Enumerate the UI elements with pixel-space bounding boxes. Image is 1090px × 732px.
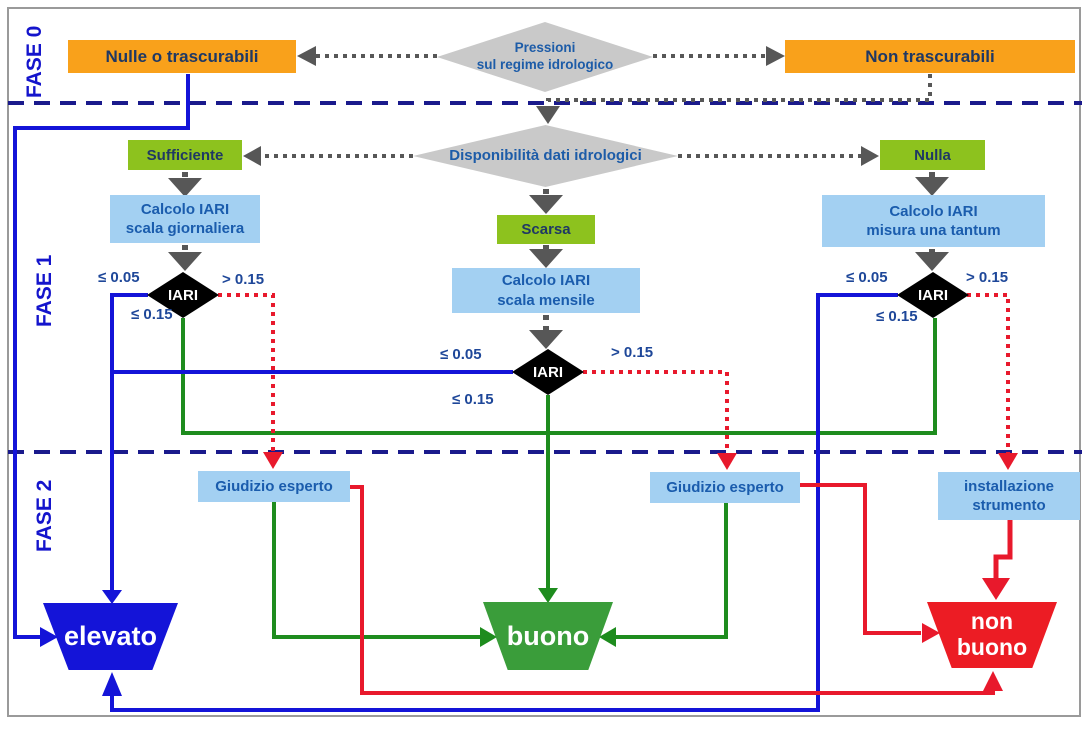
label-iari-sx-gt015: > 0.15	[222, 271, 265, 288]
label-iari-dx-le005: ≤ 0.05	[846, 269, 888, 286]
installazione-line1: installazione	[963, 477, 1055, 495]
arrowhead-into-non-trascurabili	[766, 46, 785, 66]
arrowhead-into-iari-c	[529, 330, 563, 349]
arrowhead-non-buono-bottom	[983, 671, 1003, 691]
calcolo-mensile-line1: Calcolo IARI	[501, 272, 591, 289]
arrowhead-giudizio-sx-top	[263, 452, 283, 469]
node-installazione-strumento: installazione strumento	[938, 472, 1080, 520]
calcolo-tantum-line2: misura una tantum	[866, 222, 1001, 239]
arrowhead-elevato-left	[40, 627, 58, 647]
arrowhead-into-giornaliera	[168, 178, 202, 197]
node-sufficiente: Sufficiente	[128, 140, 242, 170]
arrowhead-non-buono-left	[922, 623, 940, 643]
label-iari-dx-gt015: > 0.15	[966, 269, 1009, 286]
arrowhead-into-tantum	[915, 177, 949, 196]
arrowhead-buono-left	[480, 627, 497, 647]
edge-giudizio-dx-to-buono	[615, 502, 728, 639]
gray-arrowheads	[243, 46, 879, 166]
arrowhead-into-mensile	[529, 249, 563, 268]
edge-iari-dx-to-elevato	[110, 293, 898, 712]
arrowhead-into-nulla	[861, 146, 879, 166]
fase0-label: FASE 0	[23, 25, 46, 99]
node-elevato: elevato	[43, 603, 178, 670]
arrowhead-into-iari-dx	[915, 252, 949, 271]
node-non-trascurabili: Non trascurabili	[785, 40, 1075, 73]
arrowhead-into-scarsa	[529, 195, 563, 214]
edge-installazione-to-non-buono	[993, 520, 1013, 579]
red-solid-paths	[350, 483, 1013, 695]
node-calcolo-iari-tantum: Calcolo IARI misura una tantum	[822, 195, 1045, 247]
node-scarsa: Scarsa	[497, 215, 595, 244]
arrowhead-buono-right	[599, 627, 616, 647]
edge-iari-sx-to-giudizio-sx	[218, 293, 275, 452]
node-buono: buono	[483, 602, 613, 670]
node-giudizio-esperto-right: Giudizio esperto	[650, 472, 800, 503]
gray-dotted-links	[261, 54, 932, 158]
red-dotted-paths	[218, 293, 1010, 453]
green-arrowheads	[480, 588, 616, 647]
arrowhead-elevato-top	[102, 590, 122, 604]
blue-paths	[13, 74, 898, 712]
non-buono-line2: buono	[956, 634, 1028, 660]
edge-iari-dx-to-installazione	[967, 293, 1010, 453]
edge-iari-c-to-giudizio-dx	[583, 370, 729, 453]
edge-giudizio-dx-to-non-buono	[800, 483, 921, 635]
red-dotted-arrowheads	[263, 452, 1018, 470]
edge-giudizio-sx-to-non-buono	[350, 485, 995, 695]
arrowhead-non-buono-top	[982, 578, 1010, 600]
node-nulla: Nulla	[880, 140, 985, 170]
installazione-line2: strumento	[972, 497, 1046, 514]
edge-giudizio-sx-to-buono	[272, 502, 481, 639]
arrowhead-into-disponibilita	[536, 106, 560, 124]
arrowhead-into-sufficiente	[243, 146, 261, 166]
green-paths	[181, 318, 937, 639]
arrowhead-installazione-top	[998, 453, 1018, 470]
edge-iari-sx-to-elevato	[110, 293, 148, 591]
diagram-border	[7, 7, 1081, 717]
arrowhead-into-iari-sx	[168, 252, 202, 271]
pressioni-line2: sul regime idrologico	[476, 57, 614, 72]
node-calcolo-iari-mensile: Calcolo IARI scala mensile	[452, 268, 640, 313]
label-iari-dx-le015: ≤ 0.15	[876, 308, 918, 325]
blue-arrowheads	[40, 590, 122, 696]
node-calcolo-iari-giornaliera: Calcolo IARI scala giornaliera	[110, 195, 260, 243]
calcolo-mensile-line2: scala mensile	[497, 291, 595, 309]
node-non-buono: non buono	[927, 602, 1057, 668]
label-iari-c-le005: ≤ 0.05	[440, 346, 482, 363]
label-iari-c-le015: ≤ 0.15	[452, 391, 494, 408]
non-buono-line1: non	[970, 608, 1014, 635]
label-iari-sx-le015: ≤ 0.15	[131, 306, 173, 323]
node-nulle-o-trascurabili: Nulle o trascurabili	[68, 40, 296, 73]
arrowhead-giudizio-dx-top	[717, 453, 737, 470]
label-iari-sx-le005: ≤ 0.05	[98, 269, 140, 286]
edge-nulle-to-elevato	[13, 74, 190, 639]
label-iari-c-gt015: > 0.15	[611, 344, 654, 361]
node-giudizio-esperto-left: Giudizio esperto	[198, 471, 350, 502]
edge-non-trascurabili-to-disponibilita	[546, 74, 932, 110]
fase2-label: FASE 2	[33, 479, 56, 553]
gray-step-arrowheads	[168, 177, 949, 349]
calcolo-tantum-line1: Calcolo IARI	[889, 202, 978, 220]
pressioni-line1: Pressioni	[514, 40, 576, 56]
edge-iari-sx-dx-merge	[181, 318, 937, 435]
fase1-label: FASE 1	[33, 254, 56, 328]
red-arrowheads	[922, 578, 1010, 691]
arrowhead-elevato-bottom	[102, 672, 122, 696]
calcolo-giornaliera-line1: Calcolo IARI	[140, 200, 230, 218]
calcolo-giornaliera-line2: scala giornaliera	[125, 220, 245, 237]
arrowhead-into-nulle	[297, 46, 316, 66]
arrowhead-buono-top	[538, 588, 558, 603]
